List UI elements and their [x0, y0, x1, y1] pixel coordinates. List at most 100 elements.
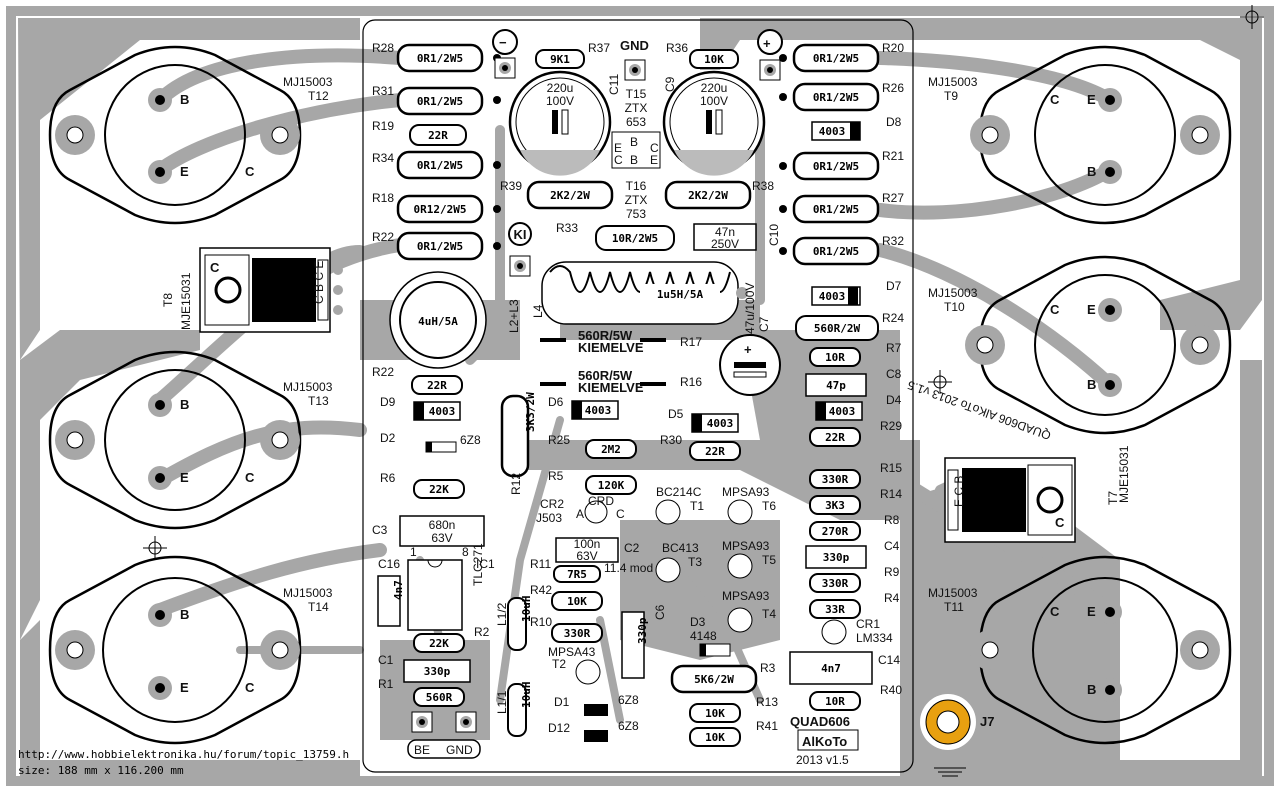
svg-text:R40: R40: [880, 683, 902, 697]
pin-label: C: [245, 470, 255, 485]
svg-text:LM334: LM334: [856, 631, 893, 645]
svg-text:0R1/2W5: 0R1/2W5: [417, 240, 463, 253]
svg-text:7R5: 7R5: [567, 568, 587, 581]
svg-text:C11: C11: [607, 74, 621, 95]
svg-text:220u: 220u: [547, 81, 574, 95]
svg-text:0R1/2W5: 0R1/2W5: [813, 91, 859, 104]
svg-text:653: 653: [626, 115, 646, 129]
svg-text:KI: KI: [514, 227, 527, 242]
regulator-cr1: CR1 LM334: [821, 617, 893, 645]
svg-text:T2: T2: [552, 657, 566, 671]
svg-text:A: A: [576, 507, 584, 521]
svg-text:D1: D1: [554, 695, 570, 709]
svg-text:R25: R25: [548, 433, 570, 447]
pin-label: C: [1055, 515, 1065, 530]
pin-label: C: [245, 164, 255, 179]
transistor-t1: BC214C T1: [655, 485, 704, 525]
svg-text:C7: C7: [757, 316, 771, 332]
part-ref: T8: [161, 293, 175, 307]
jack-j7[interactable]: J7: [920, 694, 994, 777]
svg-text:120K: 120K: [598, 479, 625, 492]
resistor-r18: 0R12/2W5 R18: [372, 191, 501, 224]
svg-text:C10: C10: [767, 224, 781, 246]
resistor-r21: 0R1/2W5 R21: [779, 149, 904, 181]
svg-text:330R: 330R: [822, 473, 849, 486]
capacitor-c11: 220u 100V C11: [508, 70, 621, 176]
svg-text:C2: C2: [624, 541, 640, 555]
pin-label: B: [1087, 164, 1096, 179]
part-name: MJ15003: [928, 286, 978, 300]
svg-text:R5: R5: [548, 469, 564, 483]
svg-text:10K: 10K: [705, 731, 725, 744]
diode-d3: D3 4148: [690, 615, 731, 657]
svg-text:R30: R30: [660, 433, 682, 447]
diode-cr2: CRD CR2 J503 A C: [536, 494, 625, 525]
diode-d9: 4003 D9: [380, 395, 461, 421]
part-name: MJE15031: [1117, 445, 1131, 503]
svg-text:4003: 4003: [585, 404, 612, 417]
resistor-r13: 10K R13: [689, 695, 778, 723]
svg-text:100V: 100V: [700, 94, 728, 108]
resistor-r26: 0R1/2W5 R26: [779, 81, 904, 112]
transistor-t14: B E C MJ15003 T14: [48, 555, 333, 745]
svg-text:C: C: [614, 153, 623, 167]
minus-mark: −: [499, 35, 507, 50]
part-name: MJ15003: [928, 586, 978, 600]
pin-label: E: [1087, 92, 1096, 107]
svg-text:R7: R7: [886, 341, 902, 355]
svg-text:D7: D7: [886, 279, 902, 293]
part-ref: T14: [308, 600, 329, 614]
pin-label: E: [180, 470, 189, 485]
footer-url: http://www.hobbielektronika.hu/forum/top…: [18, 748, 349, 761]
svg-text:R37: R37: [588, 41, 610, 55]
svg-text:2K2/2W: 2K2/2W: [688, 189, 728, 202]
svg-text:R41: R41: [756, 719, 778, 733]
transistor-t10: E B C MJ15003 T10: [928, 255, 1232, 435]
svg-text:47p: 47p: [826, 379, 846, 392]
svg-text:22K: 22K: [429, 637, 449, 650]
svg-text:330R: 330R: [564, 627, 591, 640]
resistor-r11: 7R5 11.4 mod R11: [530, 557, 653, 583]
svg-text:33R: 33R: [825, 603, 845, 616]
resistor-r1: 560R R1: [378, 677, 465, 707]
capacitor-c6: 330p C6: [621, 604, 667, 679]
right-middle: MPSA93 T6 MPSA93 T5 MPSA93 T4 330R R15 3…: [722, 461, 902, 711]
capacitor-c3: 680n 63V C3: [372, 515, 485, 547]
svg-text:R9: R9: [884, 565, 900, 579]
svg-text:R11: R11: [530, 557, 551, 571]
svg-text:R12: R12: [509, 473, 523, 495]
svg-text:R4: R4: [884, 591, 900, 605]
ki-connector[interactable]: KI: [508, 222, 532, 277]
svg-text:0R1/2W5: 0R1/2W5: [417, 159, 463, 172]
fiducial-marks: [143, 5, 1264, 560]
svg-text:L4: L4: [531, 304, 545, 318]
svg-text:560R: 560R: [426, 691, 453, 704]
svg-text:R1: R1: [378, 677, 394, 691]
transistor-t15: T15 ZTX 653 E B C C B E: [611, 87, 661, 169]
svg-text:MPSA43: MPSA43: [548, 645, 596, 659]
part-ref: T7: [1106, 491, 1120, 505]
resistor-r27: 0R1/2W5 R27: [779, 191, 904, 224]
svg-text:C: C: [650, 141, 659, 155]
svg-text:220u: 220u: [701, 81, 728, 95]
svg-text:2M2: 2M2: [601, 443, 621, 456]
svg-text:D9: D9: [380, 395, 396, 409]
svg-text:R34: R34: [372, 151, 394, 165]
svg-text:R36: R36: [666, 41, 688, 55]
be-gnd-connector[interactable]: BE GND: [407, 711, 481, 759]
resistor-r40: 10R R40: [809, 683, 902, 711]
svg-text:R10: R10: [530, 615, 552, 629]
resistor-r29: 22R R29: [809, 419, 902, 447]
pin-label: C: [1050, 302, 1060, 317]
svg-text:63V: 63V: [576, 549, 597, 563]
svg-text:22R: 22R: [705, 445, 725, 458]
svg-text:J7: J7: [980, 714, 994, 729]
resistor-r37: 9K1 R37: [535, 41, 610, 69]
svg-text:330p: 330p: [823, 551, 850, 564]
svg-text:63V: 63V: [431, 531, 452, 545]
svg-text:TLC271: TLC271: [471, 543, 485, 586]
svg-text:22K: 22K: [429, 483, 449, 496]
svg-text:250V: 250V: [711, 237, 739, 251]
pin-label: B: [1087, 682, 1096, 697]
